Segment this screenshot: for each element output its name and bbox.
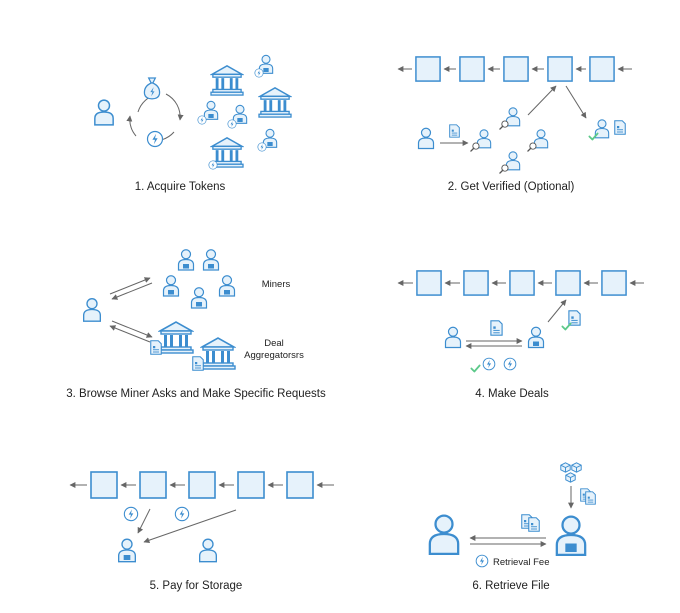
document-icon: [490, 320, 503, 336]
chain-block: [188, 471, 216, 499]
chain-block: [415, 56, 441, 82]
person-icon: [82, 297, 102, 322]
arrow: [547, 299, 567, 323]
panel-pay-for-storage: 5. Pay for Storage: [69, 471, 334, 592]
panel-acquire-tokens: 1. Acquire Tokens: [94, 54, 292, 193]
magnifier-icon: [527, 142, 537, 152]
bank-icon: [200, 337, 236, 370]
chain-block: [503, 56, 529, 82]
document-icon: [614, 120, 626, 135]
miner-icon: [232, 104, 248, 124]
panel-browse-miner-asks: Miners Deal Aggregatorsrs 3. Browse Mine…: [66, 249, 326, 400]
token-icon: [197, 115, 207, 125]
person-icon: [428, 514, 460, 556]
miner-icon: [177, 249, 195, 271]
caption-step-1: 1. Acquire Tokens: [135, 181, 226, 193]
token-icon: [475, 554, 489, 568]
document-icon: [585, 491, 596, 505]
money-bag-icon: [143, 77, 161, 100]
chain-block: [547, 56, 573, 82]
miner-icon: [190, 287, 208, 309]
cycle-arrow: [165, 93, 184, 121]
token-icon: [208, 160, 218, 170]
check-icon: [470, 364, 481, 373]
arrow: [143, 509, 237, 544]
token-icon: [503, 357, 517, 371]
cubes-icon: [560, 462, 571, 473]
chain-block: [139, 471, 167, 499]
token-icon: [482, 357, 496, 371]
document-icon: [192, 356, 204, 371]
deal-aggregators-label-line1: Deal: [264, 338, 284, 349]
caption-step-2: 2. Get Verified (Optional): [448, 181, 575, 193]
panel-retrieve-file: Retrieval Fee 6. Retrieve File: [428, 462, 596, 592]
bank-icon: [258, 87, 292, 118]
miner-icon: [218, 275, 236, 297]
panel-get-verified: 2. Get Verified (Optional): [397, 56, 632, 193]
caption-step-3: 3. Browse Miner Asks and Make Specific R…: [66, 388, 326, 400]
document-icon: [449, 124, 460, 138]
chain-block: [555, 270, 581, 296]
person-icon: [444, 326, 462, 349]
miners-label: Miners: [262, 279, 291, 290]
chain-block: [509, 270, 535, 296]
arrow: [527, 85, 557, 116]
document-icon: [528, 517, 540, 532]
arrow: [137, 508, 151, 534]
token-icon: [174, 506, 190, 522]
token-icon: [227, 119, 237, 129]
magnifier-icon: [499, 164, 509, 174]
document-icon: [150, 340, 162, 355]
cubes-icon: [565, 472, 576, 483]
caption-step-6: 6. Retrieve File: [472, 580, 549, 592]
caption-step-4: 4. Make Deals: [475, 388, 549, 400]
bank-icon: [158, 321, 194, 354]
miner-icon: [117, 538, 137, 563]
chain-block: [601, 270, 627, 296]
magnifier-icon: [499, 120, 509, 130]
miner-icon: [203, 100, 219, 120]
chain-block: [286, 471, 314, 499]
bank-icon: [210, 65, 244, 96]
miner-icon: [555, 515, 587, 557]
panel-make-deals: 4. Make Deals: [397, 270, 644, 400]
person-icon: [417, 127, 435, 150]
token-icon: [123, 506, 139, 522]
person-icon: [94, 99, 114, 126]
cycle-arrow: [126, 115, 137, 137]
arrow: [565, 85, 587, 119]
token-icon: [257, 142, 267, 152]
check-icon: [561, 322, 572, 331]
miner-icon: [202, 249, 220, 271]
arrow: [109, 325, 151, 343]
miner-icon: [162, 275, 180, 297]
retrieval-fee-label: Retrieval Fee: [493, 557, 550, 568]
miner-icon: [527, 326, 545, 349]
chain-block: [459, 56, 485, 82]
chain-block: [237, 471, 265, 499]
chain-block: [463, 270, 489, 296]
token-icon: [254, 68, 264, 78]
chain-block: [90, 471, 118, 499]
chain-block: [416, 270, 442, 296]
arrow: [111, 282, 153, 300]
magnifier-icon: [470, 142, 480, 152]
chain-block: [589, 56, 615, 82]
arrow: [109, 277, 151, 295]
person-icon: [198, 538, 218, 563]
cubes-icon: [571, 462, 582, 473]
arrow: [111, 320, 153, 338]
deal-aggregators-label-line2: Aggregatorsrs: [244, 350, 304, 361]
caption-step-5: 5. Pay for Storage: [150, 580, 243, 592]
token-icon: [146, 130, 164, 148]
